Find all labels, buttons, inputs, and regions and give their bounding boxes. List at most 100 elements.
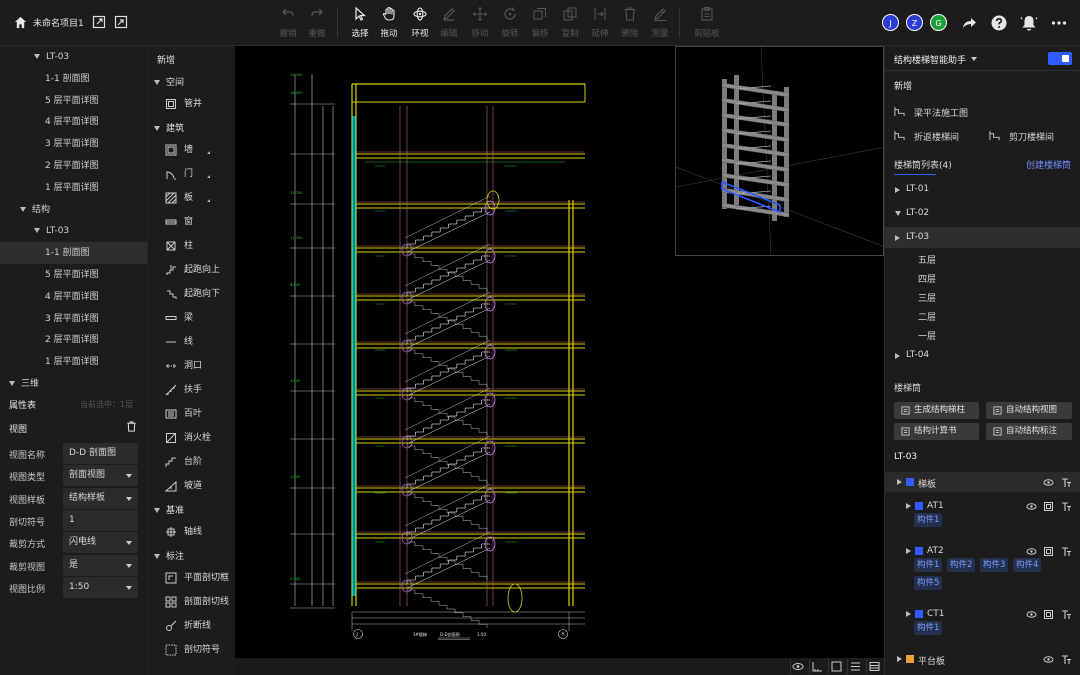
component-chip[interactable]: 构件5: [914, 576, 943, 590]
section-expand-icon[interactable]: [154, 126, 160, 131]
core-action-button[interactable]: 自动结构标注: [986, 423, 1072, 440]
collaborator-avatar[interactable]: Z: [906, 14, 923, 31]
component-chip[interactable]: 构件1: [914, 558, 943, 572]
section-expand-icon[interactable]: [154, 508, 160, 513]
tool-offset[interactable]: 偏移: [525, 6, 555, 42]
core-action-button[interactable]: 自动结构视图: [986, 402, 1072, 419]
palette-item[interactable]: 消火栓: [165, 429, 235, 447]
tree-expand-icon[interactable]: [34, 54, 40, 59]
tree-item[interactable]: 1 层平面详图: [0, 177, 147, 199]
tree-item[interactable]: LT-03: [0, 220, 147, 242]
palette-item[interactable]: 墙: [165, 141, 235, 159]
table-icon[interactable]: [866, 659, 881, 674]
tool-orbit[interactable]: 环视: [405, 6, 435, 42]
property-select[interactable]: 剖面视图: [63, 465, 138, 487]
tool-rotate[interactable]: 旋转: [495, 6, 525, 42]
palette-item[interactable]: 百叶: [165, 405, 235, 423]
property-select[interactable]: 是: [63, 554, 138, 576]
palette-item[interactable]: 板: [165, 189, 235, 207]
tree-item[interactable]: 5 层平面详图: [0, 90, 147, 112]
palette-item[interactable]: 管井: [165, 95, 235, 113]
stair-expand-icon[interactable]: [895, 187, 900, 193]
tree-expand-icon[interactable]: [20, 206, 26, 212]
view-frame-icon[interactable]: [1043, 546, 1054, 557]
eye-icon[interactable]: [1026, 609, 1037, 620]
component-chip[interactable]: 构件1: [914, 513, 943, 527]
layer-row[interactable]: AT2: [885, 541, 1080, 561]
palette-section[interactable]: 建筑: [154, 121, 184, 134]
tree-item[interactable]: 结构: [0, 199, 147, 221]
tree-item[interactable]: 2 层平面详图: [0, 155, 147, 177]
property-input[interactable]: D-D 剖面图: [63, 443, 138, 464]
share-file-icon[interactable]: [114, 15, 128, 29]
assistant-action[interactable]: 剪刀楼梯间: [989, 129, 1079, 143]
floor-item[interactable]: 五层: [918, 256, 937, 266]
tool-measure[interactable]: 测量: [645, 6, 675, 42]
layer-row[interactable]: CT1: [885, 604, 1080, 624]
section-drawing[interactable]: 19.35016.45013.25011.3508.6505.6502.8500…: [235, 46, 884, 658]
tool-clipboard[interactable]: 剪贴板: [692, 6, 722, 42]
stair-expand-icon[interactable]: [895, 211, 901, 216]
tool-pan[interactable]: 拖动: [374, 6, 404, 42]
more-variants-icon[interactable]: [207, 199, 210, 202]
collaborator-avatar[interactable]: J: [882, 14, 899, 31]
floor-item[interactable]: 三层: [918, 294, 937, 304]
tree-item[interactable]: 1-1 剖面图: [0, 242, 147, 265]
palette-item[interactable]: 窗: [165, 213, 235, 231]
component-chip[interactable]: 构件4: [1013, 558, 1042, 572]
frame-icon[interactable]: [828, 659, 843, 674]
palette-item[interactable]: 柱: [165, 237, 235, 255]
component-chip[interactable]: 构件1: [914, 621, 943, 635]
text-label-icon[interactable]: [1061, 609, 1072, 620]
notification-bell-icon[interactable]: [1020, 14, 1038, 32]
palette-item[interactable]: 起跑向上: [165, 261, 235, 279]
tree-item[interactable]: LT-03: [0, 46, 147, 68]
tree-expand-icon[interactable]: [9, 381, 15, 386]
tool-select[interactable]: 选择: [345, 6, 375, 42]
tree-item[interactable]: 1-1 剖面图: [0, 68, 147, 90]
visibility-icon[interactable]: [790, 659, 805, 674]
stair-item[interactable]: LT-04: [885, 345, 1080, 366]
core-action-button[interactable]: 结构计算书: [894, 423, 979, 440]
palette-item[interactable]: 坡道: [165, 477, 235, 495]
create-stair-link[interactable]: 创建楼梯筒: [1026, 161, 1072, 171]
palette-item[interactable]: 线: [165, 333, 235, 351]
palette-item[interactable]: 起跑向下: [165, 285, 235, 303]
stair-item[interactable]: LT-03: [885, 227, 1080, 248]
eye-icon[interactable]: [1026, 501, 1037, 512]
view-frame-icon[interactable]: [1043, 501, 1054, 512]
tree-item[interactable]: 三维: [0, 373, 147, 395]
palette-section[interactable]: 空间: [154, 75, 184, 88]
palette-item[interactable]: 门: [165, 165, 235, 183]
tree-item[interactable]: 1 层平面详图: [0, 351, 147, 373]
collaborator-avatar[interactable]: G: [930, 14, 947, 31]
section-expand-icon[interactable]: [154, 80, 160, 85]
tool-redo[interactable]: 重做: [302, 6, 332, 42]
palette-item[interactable]: 梁: [165, 309, 235, 327]
layer-expand-icon[interactable]: [906, 611, 911, 617]
3d-preview-viewport[interactable]: [675, 46, 884, 258]
property-input[interactable]: 1: [63, 509, 138, 531]
delete-view-icon[interactable]: [126, 421, 137, 432]
layer-expand-icon[interactable]: [897, 656, 902, 662]
tool-move[interactable]: 移动: [465, 6, 495, 42]
component-chip[interactable]: 构件3: [980, 558, 1009, 572]
layers-icon[interactable]: [847, 659, 862, 674]
assistant-toggle[interactable]: [1048, 52, 1072, 65]
tree-item[interactable]: 5 层平面详图: [0, 264, 147, 286]
tool-undo[interactable]: 撤销: [273, 6, 303, 42]
stair-expand-icon[interactable]: [895, 235, 900, 241]
palette-item[interactable]: 剖面剖切线: [165, 593, 235, 611]
layer-row[interactable]: 平台板: [885, 649, 1080, 669]
more-options-icon[interactable]: [1050, 14, 1068, 32]
section-expand-icon[interactable]: [154, 554, 160, 559]
text-label-icon[interactable]: [1061, 501, 1072, 512]
assistant-action[interactable]: 梁平法施工图: [894, 105, 984, 119]
layer-expand-icon[interactable]: [897, 479, 902, 485]
home-icon[interactable]: [14, 16, 27, 29]
view-frame-icon[interactable]: [1043, 609, 1054, 620]
layer-row[interactable]: AT1: [885, 496, 1080, 516]
eye-icon[interactable]: [1043, 654, 1054, 665]
palette-item[interactable]: 折断线: [165, 617, 235, 635]
